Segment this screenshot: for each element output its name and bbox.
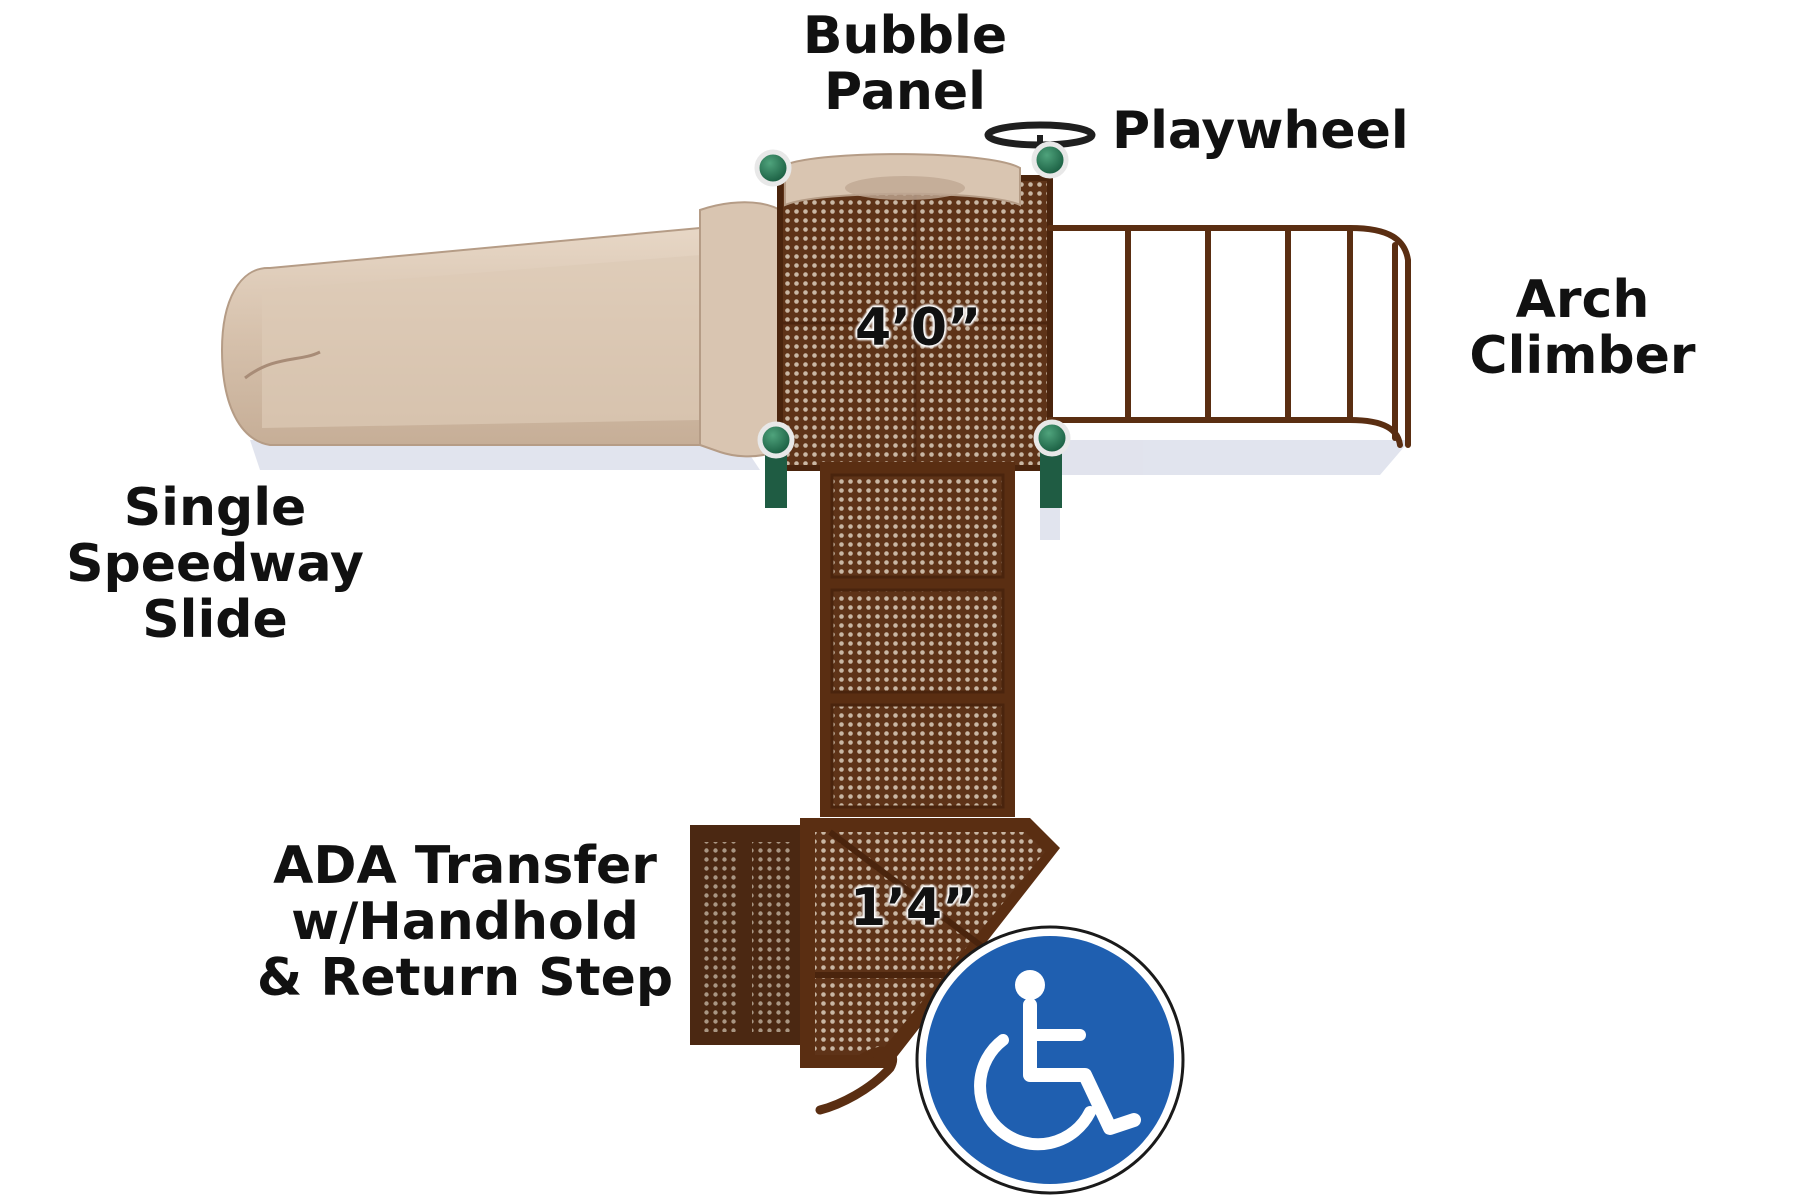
label-ada-transfer-line-1: ADA Transfer: [273, 836, 657, 896]
label-bubble-panel-line-1: Bubble: [802, 6, 1008, 66]
label-bubble-panel-line-2: Panel: [824, 62, 986, 123]
single-speedway-slide: [220, 201, 802, 458]
label-playwheel: Playwheel: [1112, 103, 1409, 159]
label-arch-climber-line-1: Arch: [1515, 270, 1650, 330]
label-ada-transfer-line-3: & Return Step: [256, 948, 674, 1009]
ada-transfer-platform: [690, 818, 1060, 1115]
transfer-dimension-label: 1’4”: [850, 878, 977, 938]
transfer-steps: [820, 462, 1015, 817]
deck-dimension-label: 4’0”: [855, 298, 982, 358]
label-playwheel-line-1: Playwheel: [1112, 101, 1409, 161]
label-single-speedway-slide: Single Speedway Slide: [60, 478, 370, 651]
label-single-speedway-slide-line-2: Speedway: [66, 534, 364, 595]
wheelchair-accessibility-icon: [915, 925, 1185, 1195]
label-arch-climber-line-2: Climber: [1469, 326, 1696, 387]
arch-climber: [1047, 225, 1411, 448]
label-arch-climber: Arch Climber: [1450, 272, 1715, 384]
main-deck: [777, 175, 1053, 471]
label-ada-transfer-line-2: w/Handhold: [291, 892, 639, 953]
label-bubble-panel: Bubble Panel: [790, 8, 1020, 120]
label-ada-transfer: ADA Transfer w/Handhold & Return Step: [255, 836, 675, 1009]
ground-shadow: [250, 440, 1410, 540]
label-single-speedway-slide-line-3: Slide: [142, 590, 288, 651]
bubble-panel: [784, 153, 1021, 207]
post-caps: [754, 141, 1071, 508]
label-single-speedway-slide-line-1: Single: [123, 478, 307, 538]
